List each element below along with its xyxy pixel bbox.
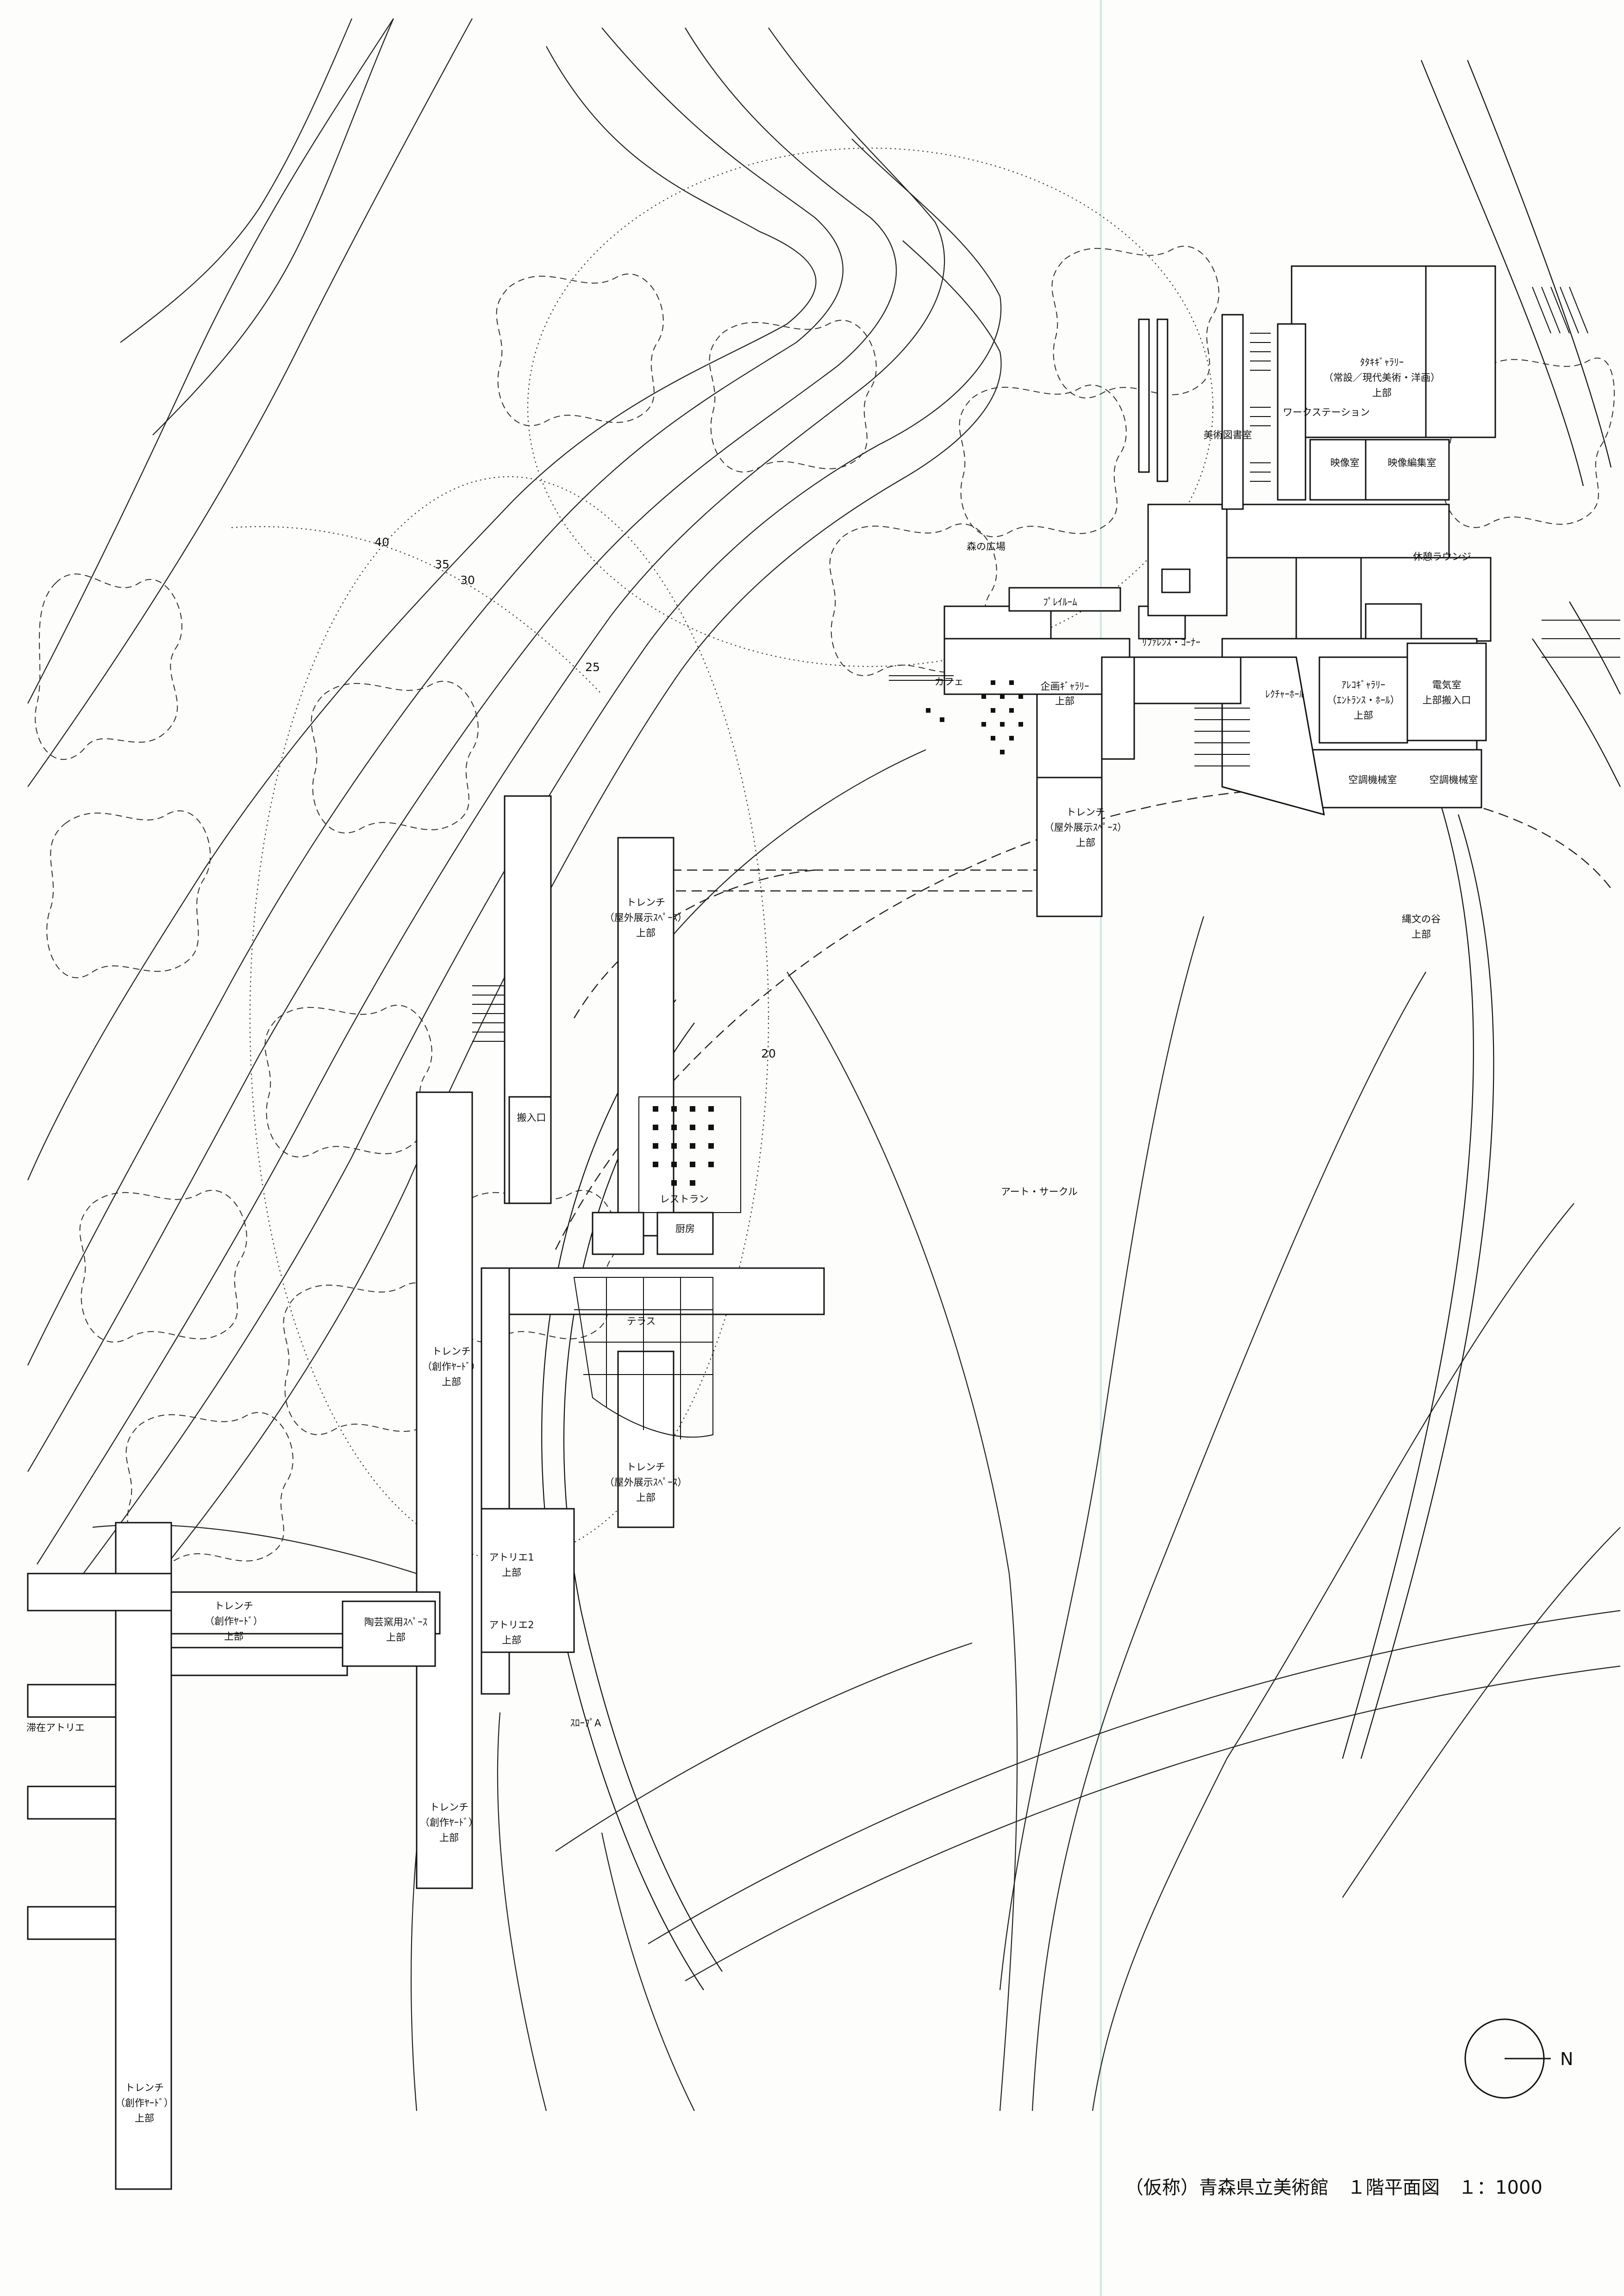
label-trench-outdoor-3b: （屋外展示ｽﾍﾟｰｽ） <box>605 1477 687 1488</box>
label-play-room: ﾌﾟﾚｲﾙｰﾑ <box>1043 597 1077 608</box>
room-labels: ﾀﾀｷｷﾞｬﾗﾘｰ （常設／現代美術・洋画） 上部 ワークステーション 美術図書… <box>26 357 1478 2124</box>
label-tataki-gallery-2: （常設／現代美術・洋画） <box>1324 372 1440 383</box>
label-trench-yard-4a: トレンチ <box>125 2082 164 2093</box>
label-trench-outdoor-1b: （屋外展示ｽﾍﾟｰｽ） <box>1044 822 1127 833</box>
contour-label-35: 35 <box>435 558 450 571</box>
label-terrace: テラス <box>627 1316 656 1327</box>
label-jomon-valley-1: 縄文の谷 <box>1402 914 1441 925</box>
label-trench-yard-1b: （創作ﾔｰﾄﾞ） <box>422 1361 481 1372</box>
terrace-grid <box>573 1277 713 1439</box>
museum-main-block <box>889 265 1496 913</box>
label-reference-corner: ﾘﾌｧﾚﾝｽ・ｺｰﾅｰ <box>1142 637 1200 648</box>
label-lounge: 休憩ラウンジ <box>1413 551 1471 562</box>
label-trench-outdoor-1c: 上部 <box>1076 837 1095 848</box>
label-lecture-hall: ﾚｸﾁｬｰﾎｰﾙ <box>1265 689 1304 700</box>
label-atelier-1a: アトリエ1 <box>489 1552 534 1563</box>
label-trench-outdoor-3a: トレンチ <box>626 1462 665 1473</box>
label-loading-entrance: 搬入口 <box>517 1112 546 1123</box>
label-electric-room-1: 電気室 <box>1432 679 1462 691</box>
contour-label-25: 25 <box>585 660 600 674</box>
label-ac-room-1: 空調機械室 <box>1349 774 1397 785</box>
drawing-title: （仮称）青森県立美術館 １階平面図 １：1000 <box>1125 2177 1543 2198</box>
cafe-column-grid <box>926 680 1023 754</box>
label-trench-outdoor-2a: トレンチ <box>626 897 665 908</box>
label-video-edit: 映像編集室 <box>1388 457 1437 468</box>
contour-label-20: 20 <box>761 1047 776 1060</box>
label-aleko-gallery-2: （ｴﾝﾄﾗﾝｽ・ﾎｰﾙ） <box>1327 695 1400 706</box>
label-atelier-2a: アトリエ2 <box>489 1619 534 1630</box>
tree-canopy-outlines <box>35 246 1615 1565</box>
label-restaurant: レストラン <box>660 1194 709 1205</box>
label-trench-yard-4b: （創作ﾔｰﾄﾞ） <box>115 2097 174 2109</box>
label-stay-atelier: 滞在アトリエ <box>26 1722 85 1733</box>
label-forest-plaza: 森の広場 <box>967 541 1006 552</box>
label-slope-a: ｽﾛｰﾌﾟA <box>570 1717 601 1729</box>
label-trench-yard-2a: トレンチ <box>214 1600 253 1612</box>
label-art-circle: アート・サークル <box>1001 1186 1078 1197</box>
label-aleko-gallery-3: 上部 <box>1354 710 1373 721</box>
label-jomon-valley-2: 上部 <box>1412 929 1431 940</box>
label-trench-yard-3a: トレンチ <box>430 1802 468 1813</box>
label-cafe: カフェ <box>935 676 964 687</box>
label-tataki-gallery-1: ﾀﾀｷｷﾞｬﾗﾘｰ <box>1360 357 1404 368</box>
label-library: 美術図書室 <box>1204 429 1252 441</box>
label-trench-yard-2b: （創作ﾔｰﾄﾞ） <box>205 1616 263 1627</box>
label-aleko-gallery-1: ｱﾚｺｷﾞｬﾗﾘｰ <box>1342 679 1386 691</box>
label-tataki-gallery-3: 上部 <box>1372 387 1392 398</box>
label-special-gallery-1: 企画ｷﾞｬﾗﾘｰ <box>1041 681 1089 692</box>
label-kitchen: 厨房 <box>675 1223 695 1234</box>
label-trench-outdoor-2c: 上部 <box>636 927 656 939</box>
label-ac-room-2: 空調機械室 <box>1430 774 1478 785</box>
label-ceramics-2: 上部 <box>386 1632 406 1643</box>
label-workstation: ワークステーション <box>1283 407 1370 418</box>
label-trench-yard-2c: 上部 <box>224 1631 244 1642</box>
contour-label-30: 30 <box>460 573 475 587</box>
label-atelier-1b: 上部 <box>502 1567 521 1578</box>
label-trench-yard-3b: （創作ﾔｰﾄﾞ） <box>420 1817 478 1828</box>
trench-wings <box>27 777 1103 2190</box>
label-trench-outdoor-3c: 上部 <box>636 1492 656 1503</box>
north-arrow: N <box>1464 2018 1573 2099</box>
label-electric-room-2: 上部搬入口 <box>1423 695 1471 706</box>
north-label: N <box>1560 2049 1573 2069</box>
label-trench-yard-1a: トレンチ <box>432 1346 471 1357</box>
label-trench-yard-1c: 上部 <box>442 1376 461 1388</box>
contour-label-40: 40 <box>375 535 389 549</box>
contour-lines <box>27 18 1621 2111</box>
label-trench-outdoor-1a: トレンチ <box>1066 807 1105 818</box>
label-trench-yard-3c: 上部 <box>439 1832 459 1843</box>
dashed-arcs <box>555 787 1612 1250</box>
label-video-room: 映像室 <box>1330 457 1360 468</box>
restaurant-column-grid <box>638 1096 741 1213</box>
stair-hatching <box>472 286 1620 1042</box>
label-ceramics-1: 陶芸窯用ｽﾍﾟｰｽ <box>364 1617 428 1628</box>
label-trench-outdoor-2b: （屋外展示ｽﾍﾟｰｽ） <box>605 912 687 923</box>
label-trench-yard-4c: 上部 <box>135 2113 154 2124</box>
label-atelier-2b: 上部 <box>502 1635 521 1646</box>
label-special-gallery-2: 上部 <box>1055 696 1074 707</box>
